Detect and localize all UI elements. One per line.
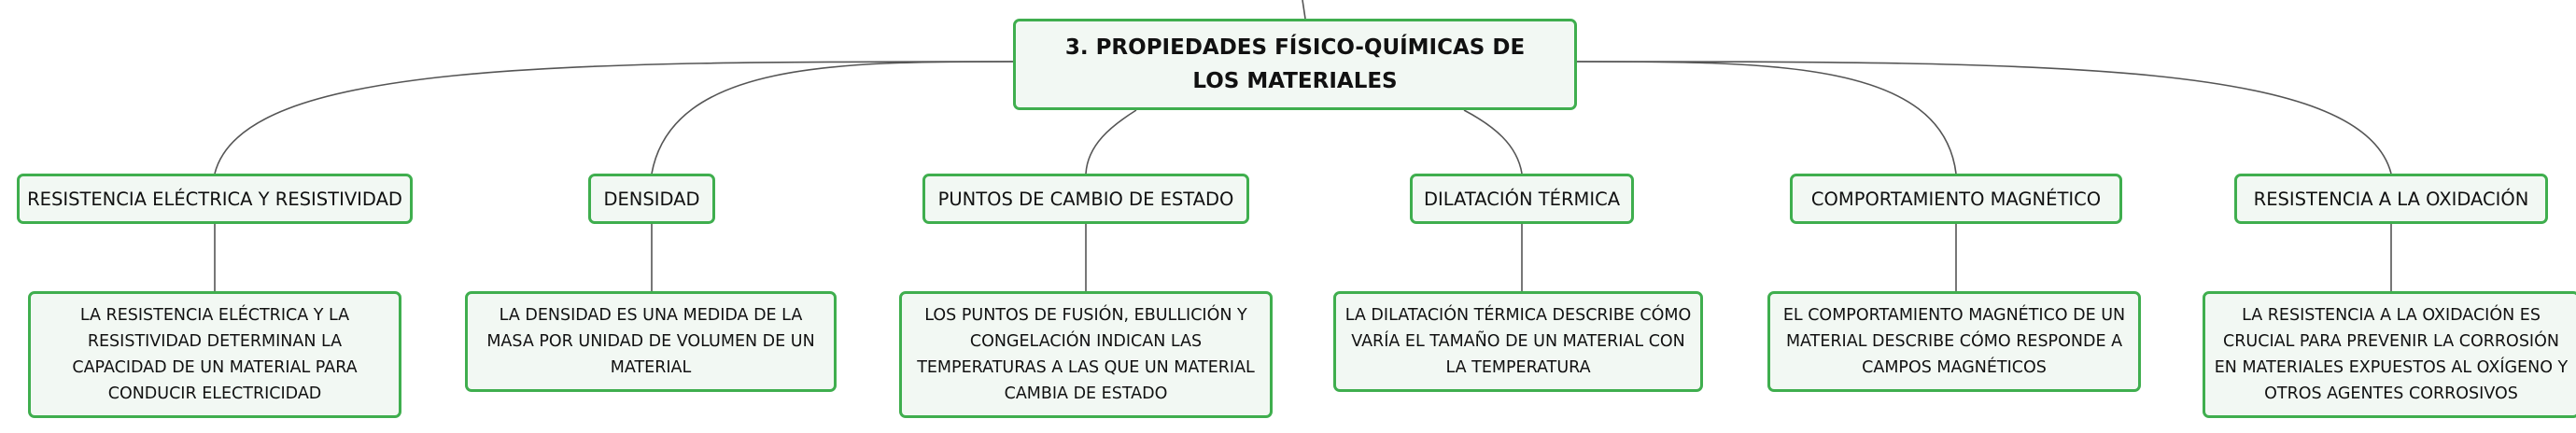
detail-resistencia-oxidacion[interactable]: LA RESISTENCIA A LA OXIDACIÓN ES CRUCIAL…: [2203, 291, 2576, 418]
topic-resistencia-electrica[interactable]: RESISTENCIA ELÉCTRICA Y RESISTIVIDAD: [17, 174, 413, 224]
topic-dilatacion-termica[interactable]: DILATACIÓN TÉRMICA: [1410, 174, 1634, 224]
topic-densidad[interactable]: DENSIDAD: [588, 174, 715, 224]
topic-resistencia-oxidacion[interactable]: RESISTENCIA A LA OXIDACIÓN: [2234, 174, 2548, 224]
connector-root-topic-4: [1463, 109, 1523, 175]
detail-densidad[interactable]: LA DENSIDAD ES UNA MEDIDA DE LA MASA POR…: [465, 291, 837, 392]
detail-puntos-cambio-estado[interactable]: LOS PUNTOS DE FUSIÓN, EBULLICIÓN Y CONGE…: [899, 291, 1273, 418]
topic-puntos-cambio-estado[interactable]: PUNTOS DE CAMBIO DE ESTADO: [922, 174, 1249, 224]
topic-comportamiento-magnetico[interactable]: COMPORTAMIENTO MAGNÉTICO: [1790, 174, 2122, 224]
connector-root-topic-1: [214, 61, 1014, 175]
parent-connector: [1302, 0, 1306, 20]
connector-root-topic-6: [1576, 61, 2392, 175]
root-topic[interactable]: 3. PROPIEDADES FÍSICO-QUÍMICAS DE LOS MA…: [1013, 19, 1577, 110]
connector-root-topic-2: [651, 61, 1014, 175]
detail-resistencia-electrica[interactable]: LA RESISTENCIA ELÉCTRICA Y LA RESISTIVID…: [28, 291, 401, 418]
connector-root-topic-3: [1085, 109, 1137, 175]
detail-dilatacion-termica[interactable]: LA DILATACIÓN TÉRMICA DESCRIBE CÓMO VARÍ…: [1333, 291, 1703, 392]
connector-root-topic-5: [1576, 61, 1957, 175]
detail-comportamiento-magnetico[interactable]: EL COMPORTAMIENTO MAGNÉTICO DE UN MATERI…: [1767, 291, 2141, 392]
